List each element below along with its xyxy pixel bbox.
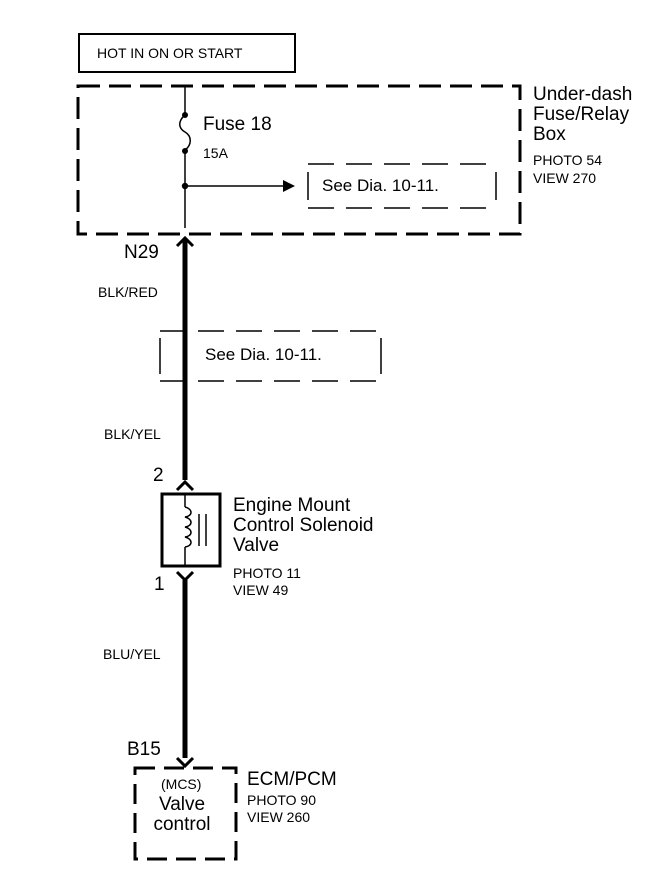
fuse-box-name-line: Box [533,123,566,145]
pin-1-chevron [175,570,195,583]
solenoid-photo: PHOTO 11 [233,565,301,581]
solenoid-pin-1: 1 [154,574,165,595]
solenoid-view: VIEW 49 [233,582,289,598]
solenoid-body [160,492,222,568]
connector-n29-label: N29 [124,242,159,263]
solenoid-name: Engine Mount Control Solenoid Valve [233,496,373,556]
fuse-box-name-line: Fuse/Relay [533,103,630,125]
connector-b15-chevron [175,756,195,769]
ecm-terminal-tag: (MCS) [161,776,202,792]
wire-1-color: BLK/RED [98,284,158,300]
fuse-box-photo: PHOTO 54 [533,152,602,168]
connector-b15-label: B15 [127,739,161,760]
reference-box-1 [307,163,497,209]
connector-n29-chevron [175,235,195,248]
ecm-terminal-line: Valve [158,794,206,815]
ecm-outline [133,766,238,861]
solenoid-coil [184,506,192,548]
power-source-box: HOT IN ON OR START [78,33,296,73]
ecm-terminal-function: Valve control [146,795,218,835]
ecm-name: ECM/PCM [247,769,337,790]
power-source-label: HOT IN ON OR START [97,45,243,61]
ecm-view: VIEW 260 [247,809,311,825]
solenoid-name-line: Engine Mount [233,495,351,516]
solenoid-pin-2: 2 [153,465,164,486]
solenoid-name-line: Valve [233,534,280,556]
wire-3-color: BLU/YEL [103,646,161,662]
fuse-box-outline [76,84,522,236]
solenoid-name-line: Control Solenoid [233,514,374,536]
fuse-name: Fuse 18 [203,114,272,135]
wire-2-color: BLK/YEL [104,426,161,442]
fuse-symbol [179,112,191,154]
fuse-box-view: VIEW 270 [533,170,597,186]
fuse-box-reference-link[interactable]: See Dia. 10-11. [322,176,439,195]
fuse-rating: 15A [203,145,228,161]
pin-2-chevron [175,479,195,492]
fuse-box-name: Under-dash Fuse/Relay Box [533,85,632,145]
branch-arrow [283,180,295,192]
ecm-terminal-line: control [153,813,211,835]
ecm-photo: PHOTO 90 [247,792,316,808]
splice-reference-link[interactable]: See Dia. 10-11. [205,345,322,364]
reference-box-2 [159,330,382,382]
fuse-box-name-line: Under-dash [533,84,633,105]
